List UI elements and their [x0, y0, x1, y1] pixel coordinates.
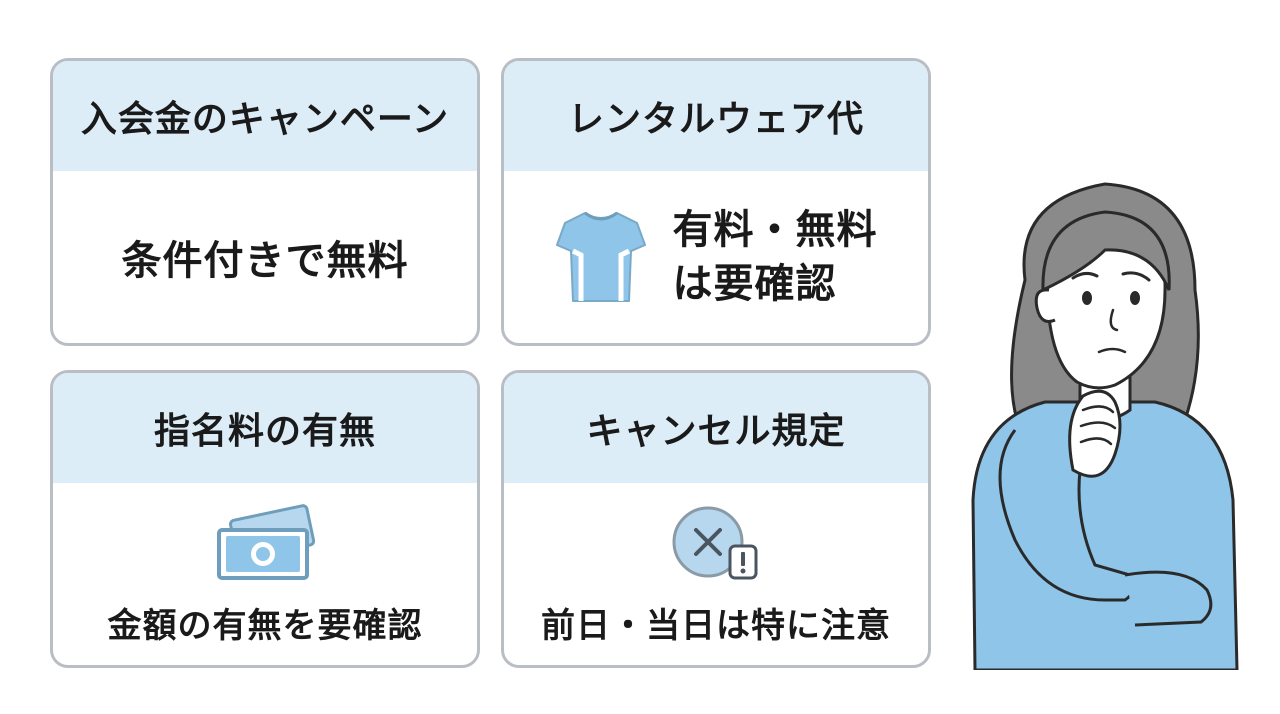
- fingers: [1079, 405, 1117, 446]
- card-enrollment-fee: 入会金のキャンペーン 条件付きで無料: [50, 58, 480, 346]
- arm-crossed: [1124, 570, 1213, 627]
- cancel-warning-icon: [672, 506, 758, 579]
- card-content-col: 前日・当日は特に注意: [541, 502, 891, 647]
- tshirt-icon: [555, 211, 646, 302]
- card-title: キャンセル規定: [504, 373, 928, 483]
- card-title: 指名料の有無: [53, 373, 477, 483]
- card-text: 条件付きで無料: [121, 238, 409, 284]
- card-text-block: 有料・無料 は要確認: [673, 203, 878, 311]
- card-text-line: 有料・無料: [672, 207, 878, 253]
- eye-right: [1130, 291, 1140, 305]
- card-text: 金額の有無を要確認: [107, 605, 423, 646]
- eye-left: [1082, 291, 1092, 305]
- card-body: 有料・無料 は要確認: [504, 171, 928, 343]
- bangs: [1041, 210, 1171, 293]
- card-title: 入会金のキャンペーン: [53, 61, 477, 171]
- card-rental-wear: レンタルウェア代 有料・無料 は要確認: [501, 58, 931, 346]
- card-text: 前日・当日は特に注意: [541, 605, 891, 646]
- card-body: 条件付きで無料: [53, 171, 477, 343]
- card-body: 前日・当日は特に注意: [504, 483, 928, 665]
- card-text-line: は要確認: [672, 261, 837, 307]
- ear: [1034, 288, 1056, 323]
- nose: [1109, 308, 1119, 332]
- arm-raised: [998, 429, 1136, 602]
- money-icon: [217, 503, 315, 580]
- mouth: [1097, 347, 1127, 354]
- card-title: レンタルウェア代: [504, 61, 928, 171]
- hand: [1068, 389, 1122, 478]
- thinking-woman-illustration: [971, 182, 1239, 670]
- card-nomination-fee: 指名料の有無 金額の有無を要確認: [50, 370, 480, 668]
- eyebrow-right: [1121, 271, 1151, 282]
- eyebrow-left: [1071, 271, 1099, 280]
- card-content-col: 金額の有無を要確認: [108, 502, 423, 647]
- card-cancellation-policy: キャンセル規定 前日・当日は特に注意: [501, 370, 931, 668]
- card-content-row: 有料・無料 は要確認: [555, 203, 878, 311]
- card-body: 金額の有無を要確認: [53, 483, 477, 665]
